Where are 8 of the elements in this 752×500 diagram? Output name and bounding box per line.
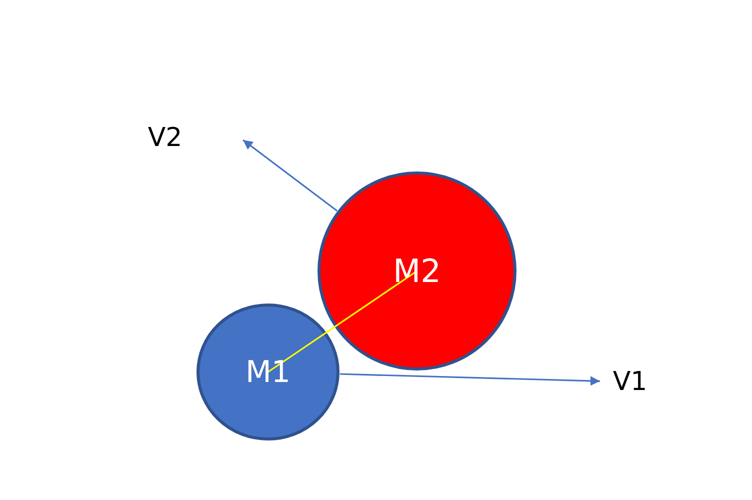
velocity-arrow xyxy=(242,139,338,212)
velocity-label: V1 xyxy=(612,367,648,397)
mass-circle xyxy=(196,303,340,441)
mass-label: M1 xyxy=(246,354,290,390)
velocity-label: V2 xyxy=(148,123,182,153)
mass-label: M2 xyxy=(393,252,441,290)
velocity-arrow xyxy=(340,373,600,386)
mass-circle xyxy=(317,171,517,371)
